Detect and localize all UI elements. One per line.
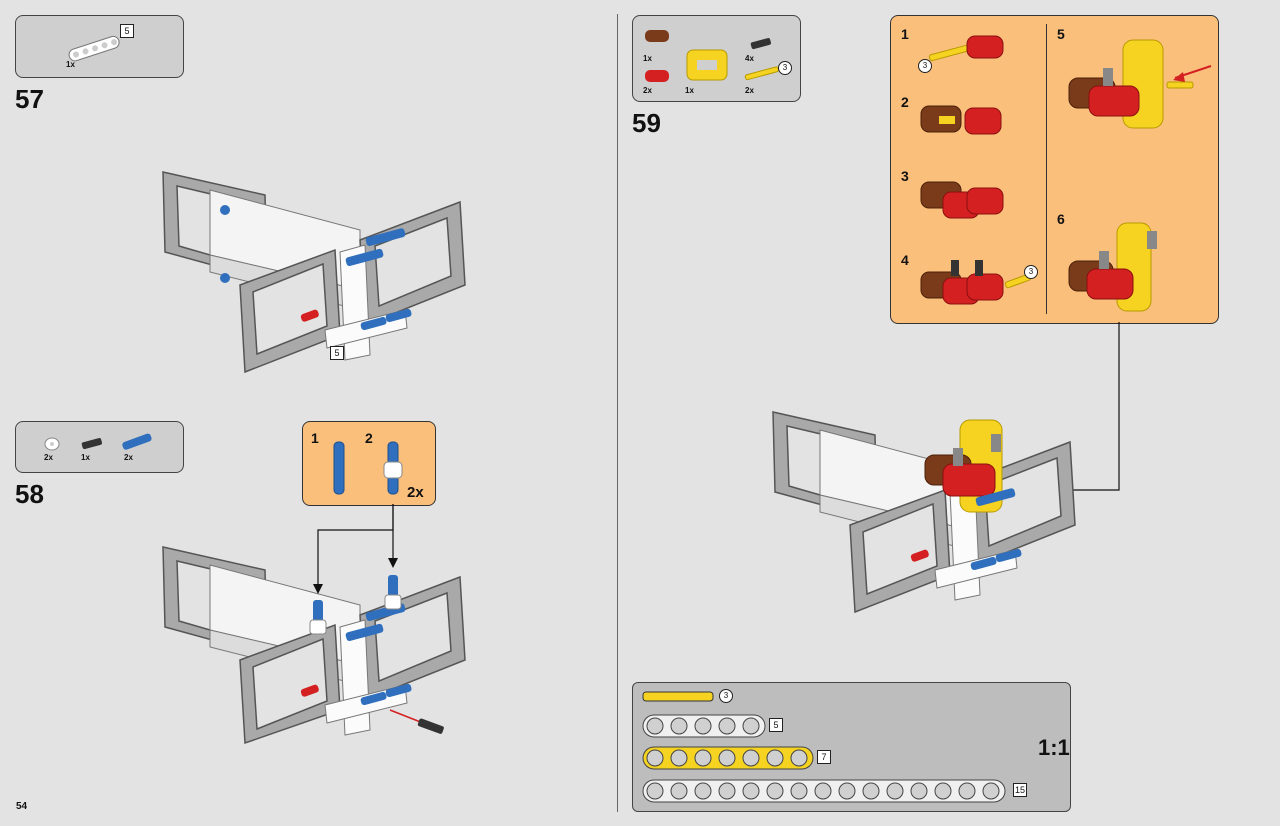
ruler-length-badge: 15	[1013, 783, 1027, 797]
substep-5-illustration	[1068, 39, 1212, 129]
step-59-model-illustration	[772, 411, 1076, 614]
callout-divider	[1046, 24, 1047, 314]
ruler-beam-7-icon	[642, 746, 814, 770]
ruler-beam-15-icon	[642, 779, 1006, 803]
part-qty: 2x	[44, 453, 53, 462]
part-qty: 2x	[745, 86, 754, 95]
substep-number: 2	[901, 94, 909, 110]
black-pin-icon	[750, 37, 771, 50]
white-bush-icon	[44, 437, 60, 451]
substep-2-illustration	[920, 105, 1002, 135]
black-pin-icon	[81, 437, 102, 450]
substep-1-illustration	[928, 35, 1004, 62]
pin-with-bush-icon	[383, 441, 403, 495]
ruler-axle-3-icon	[642, 691, 714, 702]
blue-axle-pin-icon	[122, 433, 152, 450]
part-length-badge: 5	[120, 24, 134, 38]
substep-number: 2	[365, 430, 373, 446]
brown-connector-icon	[645, 30, 669, 42]
step-58-model-illustration	[162, 546, 466, 745]
white-beam-5-icon	[68, 35, 120, 62]
part-qty: 2x	[643, 86, 652, 95]
substep-4-illustration	[920, 260, 1032, 305]
step-58-substep-callout: 1 2 2x	[302, 421, 436, 506]
step-number-57: 57	[15, 84, 44, 114]
page-number: 54	[16, 801, 28, 812]
substep-number: 6	[1057, 211, 1065, 227]
step-number-59: 59	[632, 108, 661, 138]
ruler-scale-label: 1:1	[1038, 735, 1070, 760]
step-59-substep-callout: 1 2 3 4 5 6 3 3	[890, 15, 1219, 324]
callout-arrows	[313, 504, 398, 594]
yellow-axle-icon	[744, 66, 779, 81]
step-59-parts-box: 1x 1x 4x 2x 2x 3	[632, 15, 801, 102]
substep-number: 1	[901, 26, 909, 42]
substep-number: 1	[311, 430, 319, 446]
ruler-beam-5-icon	[642, 714, 766, 738]
axle-length-badge: 3	[918, 59, 932, 73]
step-57-model-illustration	[162, 171, 466, 374]
callout-length-badge: 5	[330, 346, 344, 360]
substep-qty: 2x	[407, 484, 424, 501]
part-length-badge: 3	[778, 61, 792, 75]
ruler-length-badge: 7	[817, 750, 831, 764]
step-number-58: 58	[15, 479, 44, 509]
axle-length-badge: 3	[1024, 265, 1038, 279]
part-qty: 2x	[124, 453, 133, 462]
blue-axle-pin-icon	[333, 441, 345, 495]
substep-3-illustration	[920, 181, 1004, 219]
part-length-ruler: 3 5 7 15 1:1	[632, 682, 1071, 812]
part-qty: 1x	[81, 453, 90, 462]
part-qty: 1x	[685, 86, 694, 95]
page-divider	[617, 14, 618, 812]
red-connector-icon	[645, 70, 669, 82]
substep-number: 3	[901, 168, 909, 184]
ruler-length-badge: 5	[769, 718, 783, 732]
ruler-length-badge: 3	[719, 689, 733, 703]
substep-number: 4	[901, 252, 909, 268]
part-qty: 4x	[745, 54, 754, 63]
step-57-parts-box: 1x 5	[15, 15, 184, 78]
substep-number: 5	[1057, 26, 1065, 42]
substep-6-illustration	[1068, 222, 1157, 312]
part-qty: 1x	[66, 60, 75, 69]
part-qty: 1x	[643, 54, 652, 63]
step-58-parts-box: 2x 1x 2x	[15, 421, 184, 473]
yellow-frame-icon	[686, 49, 728, 81]
